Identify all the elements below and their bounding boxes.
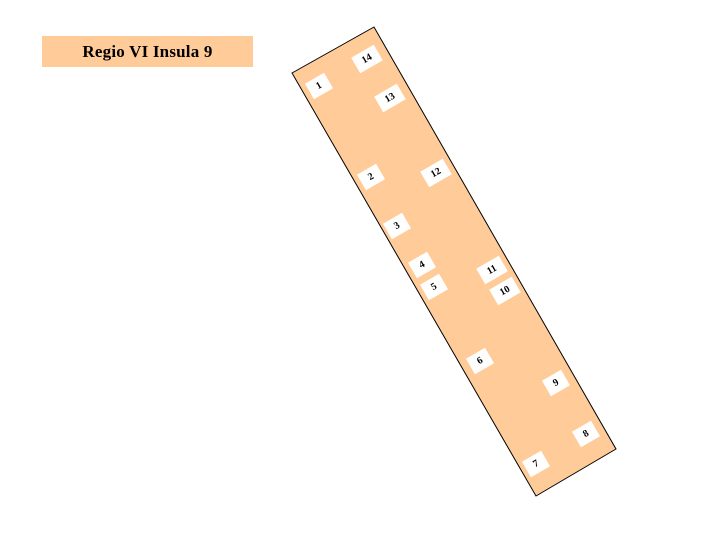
doorway-number: 13 xyxy=(383,91,397,106)
doorway-number: 5 xyxy=(429,281,439,293)
doorway-label-box xyxy=(489,276,521,306)
doorway-label-box xyxy=(382,212,412,240)
doorway-label-box xyxy=(407,251,437,279)
doorway-label-box xyxy=(374,83,406,113)
doorway-number: 7 xyxy=(531,458,541,470)
doorway-label[interactable]: 3 xyxy=(382,212,412,240)
doorway-number: 9 xyxy=(551,377,561,389)
doorway-label-box xyxy=(304,72,334,100)
doorway-number: 2 xyxy=(366,171,376,183)
doorway-label-box xyxy=(521,450,551,478)
doorway-number: 3 xyxy=(392,220,402,232)
doorway-number: 8 xyxy=(581,428,591,440)
doorway-label[interactable]: 7 xyxy=(521,450,551,478)
doorway-label[interactable]: 10 xyxy=(489,276,521,306)
doorway-label[interactable]: 14 xyxy=(351,44,383,74)
insula-outline xyxy=(291,26,617,497)
doorway-label-box xyxy=(351,44,383,74)
doorway-label-box xyxy=(571,420,601,448)
doorway-label-box xyxy=(419,273,449,301)
doorway-label[interactable]: 1 xyxy=(304,72,334,100)
doorway-label-box xyxy=(476,255,508,285)
doorway-label[interactable]: 12 xyxy=(420,158,452,188)
doorway-label[interactable]: 9 xyxy=(541,369,571,397)
doorway-label[interactable]: 6 xyxy=(465,347,495,375)
doorway-label-box xyxy=(465,347,495,375)
doorway-number: 4 xyxy=(417,259,427,271)
doorway-label[interactable]: 4 xyxy=(407,251,437,279)
doorway-label[interactable]: 2 xyxy=(356,163,386,191)
doorway-label[interactable]: 13 xyxy=(374,83,406,113)
title-banner: Regio VI Insula 9 xyxy=(42,36,253,67)
doorway-number: 1 xyxy=(314,80,324,92)
map-title: Regio VI Insula 9 xyxy=(82,41,213,61)
doorway-number: 14 xyxy=(360,52,374,67)
doorway-label[interactable]: 5 xyxy=(419,273,449,301)
doorway-number: 12 xyxy=(429,166,443,181)
doorway-number: 10 xyxy=(498,284,512,299)
doorway-label[interactable]: 11 xyxy=(476,255,508,285)
doorway-label-box xyxy=(420,158,452,188)
doorway-label-box xyxy=(541,369,571,397)
doorway-number: 6 xyxy=(475,355,485,367)
doorway-label[interactable]: 8 xyxy=(571,420,601,448)
doorway-label-box xyxy=(356,163,386,191)
